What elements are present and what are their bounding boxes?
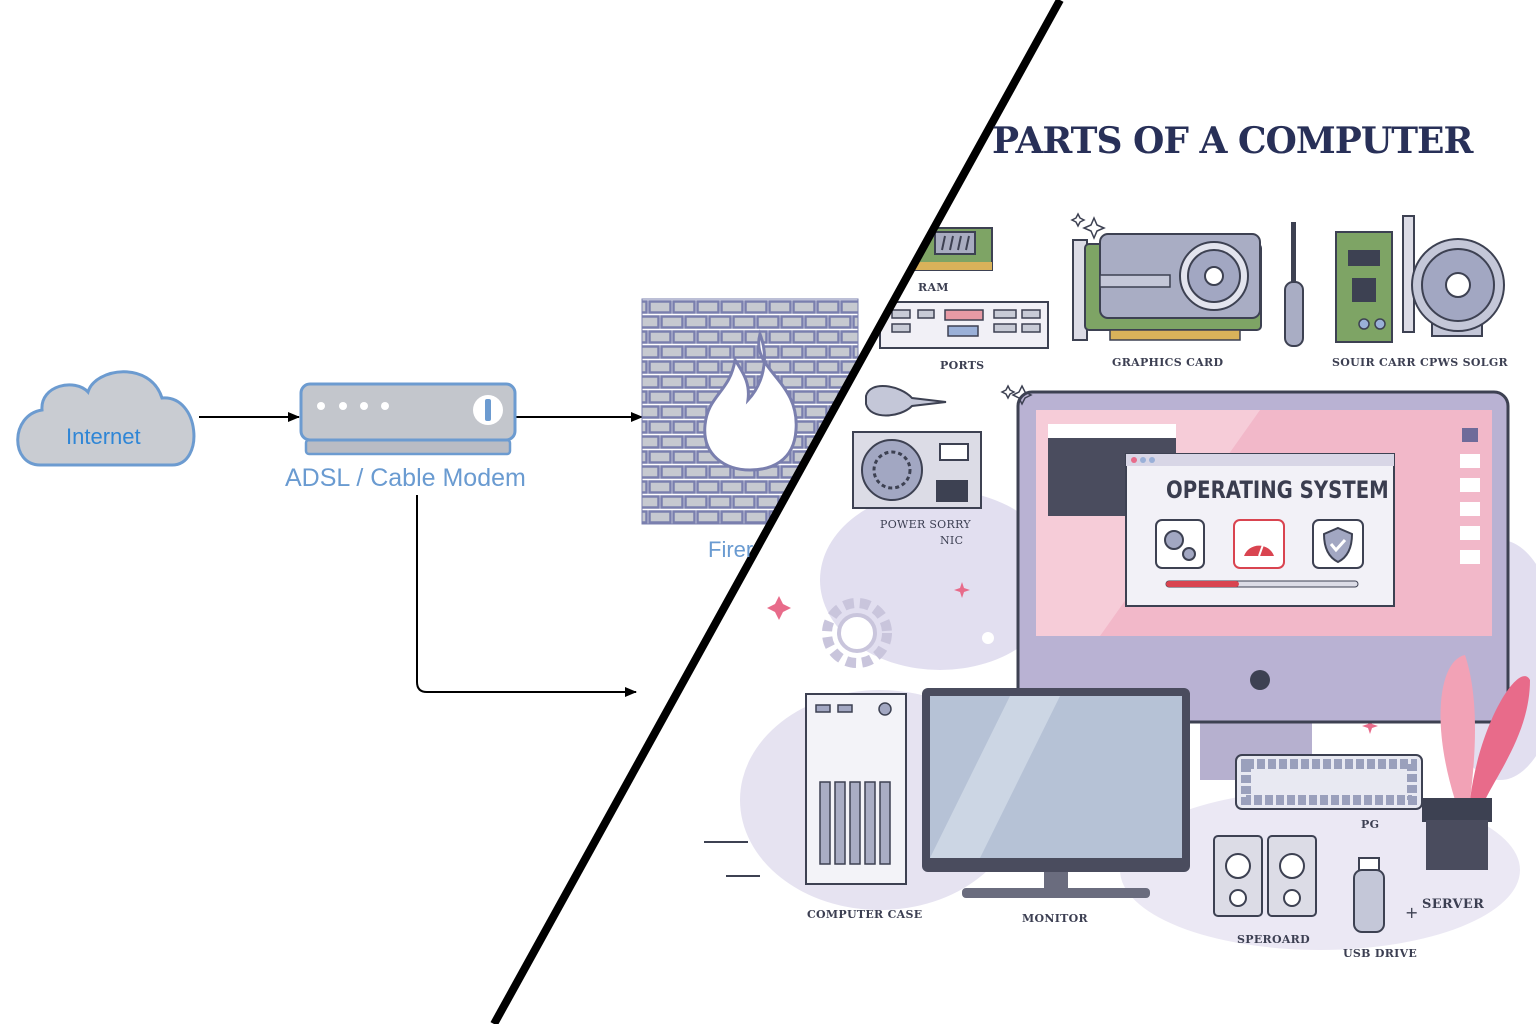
server-label: SERVER [1422, 897, 1485, 912]
cpu-cooler-icon [1411, 238, 1505, 337]
cpu-cooler-label: CPWS SOLGR [1420, 356, 1508, 369]
internet-cloud-icon [16, 370, 196, 467]
os-title: OPERATING SYSTEM [1166, 476, 1389, 504]
ports-panel-icon [879, 301, 1049, 349]
power-supply-icon [852, 431, 982, 509]
split-divider [490, 0, 1064, 1024]
sparkle-icon [1000, 212, 1106, 406]
plant-icon [1422, 655, 1530, 870]
parts-illustration: + [704, 212, 1536, 950]
modem-label: ADSL / Cable Modem [285, 464, 526, 492]
pliers-icon [865, 384, 947, 417]
ram-label: RAM [918, 281, 949, 294]
keyboard-label: PG [1361, 818, 1380, 831]
nic-label: NIC [940, 534, 964, 547]
speakers-label: SPEROARD [1237, 933, 1310, 946]
gauge-icon [1233, 519, 1285, 569]
graphics-card-icon [1072, 233, 1262, 341]
plus-icon: + [1405, 903, 1418, 922]
computer-case-label: COMPUTER CASE [807, 908, 923, 921]
sound-card-icon [1335, 215, 1415, 343]
modem-icon [299, 382, 517, 456]
keyboard-icon [1235, 754, 1423, 810]
bg-blob [820, 490, 1060, 670]
decor-dot [982, 632, 994, 644]
os-progress-fill [1166, 581, 1239, 587]
gear-icon [822, 598, 892, 668]
ports-label: PORTS [940, 359, 985, 372]
speakers-icon [1213, 835, 1317, 917]
sound-card-label: SOUIR CARR [1332, 356, 1416, 369]
os-window [1125, 453, 1395, 607]
usb-drive-label: USB DRIVE [1343, 947, 1418, 960]
computer-case-icon [805, 693, 907, 885]
usb-drive-icon [1353, 857, 1385, 933]
firewall-icon [641, 298, 859, 525]
network-diagram [16, 298, 859, 697]
arrow-modem-down [416, 495, 637, 697]
screwdriver-icon [1284, 222, 1304, 347]
monitor-icon [922, 688, 1190, 898]
power-supply-label: POWER SORRY [880, 518, 971, 531]
page-title: PARTS OF A COMPUTER [992, 120, 1473, 162]
graphics-card-label: GRAPHICS CARD [1112, 356, 1224, 369]
sparkle-icon [767, 582, 1378, 734]
internet-label: Internet [66, 424, 141, 449]
monitor-label: MONITOR [1022, 912, 1088, 925]
